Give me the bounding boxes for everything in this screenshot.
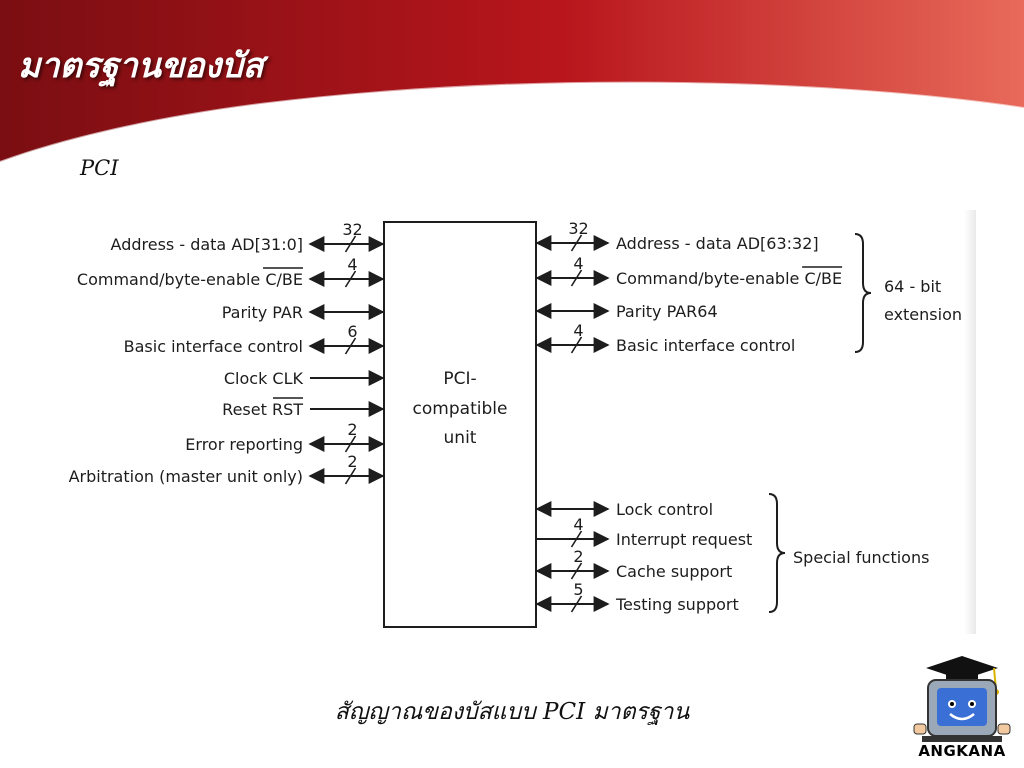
left-signal-label: Parity PAR [222,303,303,322]
bus-width-label: 32 [342,220,362,239]
right-signal-label: Basic interface control [616,336,795,355]
right-signal-label: Lock control [616,500,713,519]
bus-width-slash [344,270,357,288]
special-functions-group-brace [768,493,786,613]
special-functions-group-label: Special functions [793,548,929,567]
right-signal-label: Command/byte-enable C/BE [616,269,842,288]
subtitle: PCI [80,156,119,180]
right-signal-label: Cache support [616,562,732,581]
extension-group-brace [854,233,872,353]
left-signal-label: Basic interface control [124,337,303,356]
bus-width-slash [570,530,583,548]
bus-width-slash [344,235,357,253]
bus-width-label: 4 [573,254,583,273]
left-signal-label: Reset RST [222,400,303,419]
graduate-computer-logo [913,656,1011,742]
bus-width-slash [570,234,583,252]
bus-width-slash [570,595,583,613]
extension-group-label: extension [884,305,962,324]
unit-label-line-3: unit [444,428,477,448]
bus-width-label: 2 [347,420,357,439]
extension-group-label: 64 - bit [884,277,941,296]
bus-width-label: 4 [573,515,583,534]
bus-width-slash [344,467,357,485]
unit-label-line-1: PCI- [443,369,476,389]
slide-caption: สัญญาณของบัสแบบ PCI มาตรฐาน [334,699,690,725]
bus-width-label: 6 [347,322,357,341]
left-signal-label: Address - data AD[31:0] [111,235,303,254]
bus-width-label: 32 [568,219,588,238]
right-signal-label: Interrupt request [616,530,752,549]
left-signal-label: Clock CLK [224,369,304,388]
left-signal-label: Command/byte-enable C/BE [77,270,303,289]
bus-width-label: 4 [573,321,583,340]
unit-label-line-2: compatible [413,399,508,419]
right-signal-label: Address - data AD[63:32] [616,234,819,253]
bus-width-slash [570,562,583,580]
left-signal-label: Error reporting [185,435,303,454]
bus-width-label: 2 [573,547,583,566]
pci-unit-box [383,221,537,628]
bus-width-slash [570,336,583,354]
bus-width-label: 5 [573,580,583,599]
left-signal-label: Arbitration (master unit only) [69,467,303,486]
bus-width-label: 2 [347,452,357,471]
bus-width-slash [344,435,357,453]
bus-width-label: 4 [347,255,357,274]
diagram-panel-edge [964,210,976,634]
slide-title: มาตรฐานของบัส [18,46,264,86]
right-signal-label: Parity PAR64 [616,302,718,321]
bus-width-slash [344,337,357,355]
right-signal-label: Testing support [615,595,739,614]
logo-text: ANGKANA [918,742,1006,760]
header-band [0,0,1024,163]
bus-width-slash [570,269,583,287]
